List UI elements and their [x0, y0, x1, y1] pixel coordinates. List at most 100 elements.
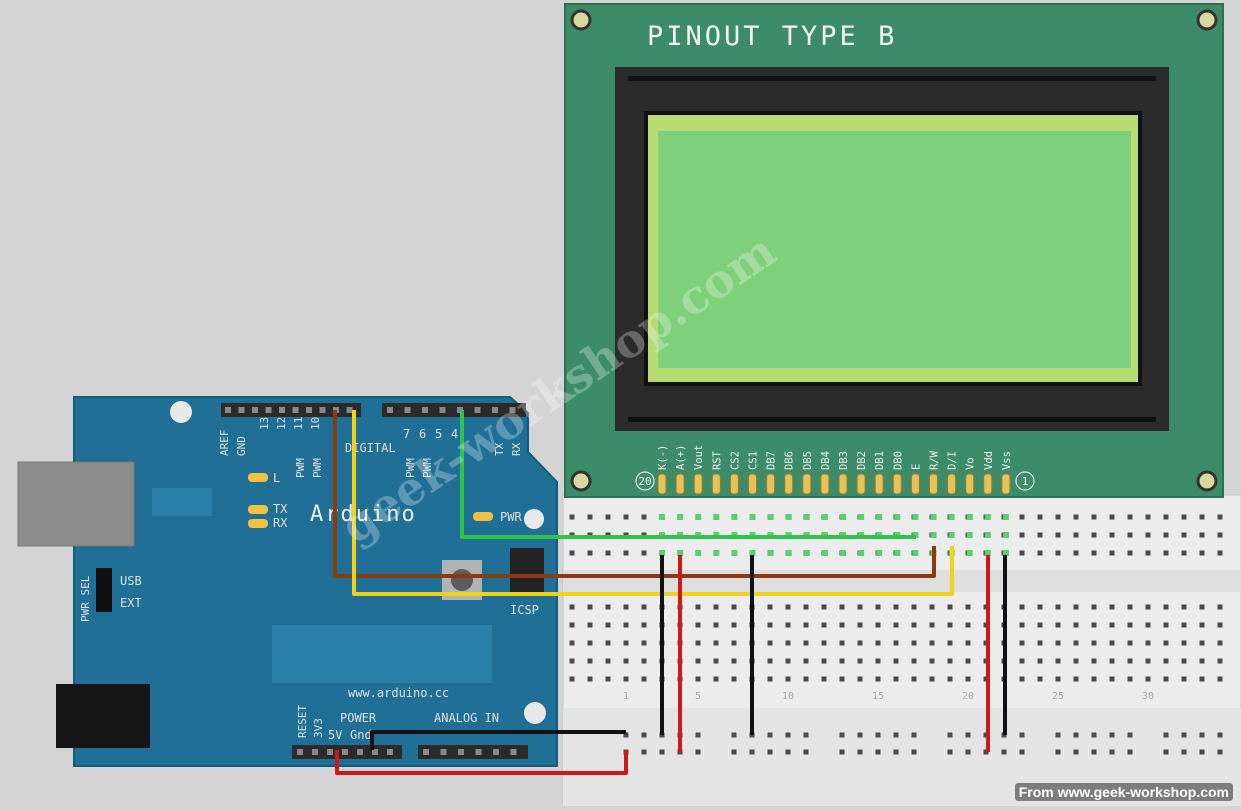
breadboard-hole [1091, 550, 1097, 556]
lcd-pin-label: DB2 [856, 451, 868, 470]
lcd-pin [748, 473, 757, 495]
breadboard-hole [1091, 732, 1097, 738]
breadboard-hole [1127, 676, 1133, 682]
lcd-pin [910, 473, 920, 495]
breadboard-hole-connected [894, 550, 901, 556]
breadboard-hole [587, 676, 593, 682]
breadboard-hole [893, 622, 899, 628]
breadboard-hole [1091, 640, 1097, 646]
breadboard-hole [857, 749, 863, 755]
breadboard-hole-connected [731, 514, 738, 520]
breadboard-hole-connected [785, 550, 792, 556]
header-pin [475, 749, 482, 755]
breadboard-hole-connected [1002, 550, 1009, 556]
breadboard-hole [1055, 514, 1061, 520]
breadboard-column-number: 10 [782, 691, 794, 702]
breadboard-hole [1037, 532, 1043, 538]
wire-yellow [352, 410, 954, 596]
breadboard-hole [839, 749, 845, 755]
breadboard-hole-connected [713, 514, 720, 520]
lcd-pin-label: R/W [929, 450, 941, 470]
lcd-pin-label: DB3 [838, 451, 850, 470]
lcd-mounting-hole [1196, 9, 1218, 31]
breadboard-hole [965, 640, 971, 646]
breadboard-hole [1019, 622, 1025, 628]
breadboard-hole [1055, 749, 1061, 755]
breadboard-hole [803, 604, 809, 610]
pwr-sel-jumper[interactable] [96, 568, 112, 612]
breadboard-hole [1109, 550, 1115, 556]
icsp-header [510, 548, 544, 594]
breadboard-hole [1217, 532, 1223, 538]
breadboard-hole [1199, 749, 1205, 755]
breadboard-hole [569, 550, 575, 556]
label-5v: 5V [328, 728, 342, 742]
breadboard-hole [623, 732, 629, 738]
breadboard-hole [803, 640, 809, 646]
pin-number-last: 1 [1022, 475, 1029, 488]
breadboard-hole [695, 640, 701, 646]
breadboard-hole [947, 749, 953, 755]
breadboard-hole [839, 676, 845, 682]
label-gnd-power: Gnd [350, 728, 372, 742]
breadboard-hole [1055, 676, 1061, 682]
breadboard-hole [623, 514, 629, 520]
breadboard-hole [785, 749, 791, 755]
breadboard-hole [695, 658, 701, 664]
header-pin [312, 749, 318, 755]
lcd-pin [820, 473, 830, 495]
breadboard-center-channel [563, 570, 1241, 592]
breadboard-hole [1091, 658, 1097, 664]
breadboard-hole [641, 604, 647, 610]
breadboard-hole [623, 550, 629, 556]
header-pin [493, 749, 499, 755]
reset-button-cap[interactable] [451, 569, 473, 591]
breadboard-hole [1217, 640, 1223, 646]
breadboard-hole [1037, 622, 1043, 628]
source-credit: From www.geek-workshop.com [1014, 783, 1233, 801]
breadboard-hole [731, 604, 737, 610]
breadboard-hole [605, 604, 611, 610]
breadboard-hole [1127, 732, 1133, 738]
lcd-pin [983, 473, 993, 495]
breadboard-hole-connected [948, 532, 955, 538]
breadboard-hole [1163, 749, 1169, 755]
breadboard-hole [731, 732, 737, 738]
header-pin [387, 749, 393, 755]
breadboard-hole-connected [912, 514, 919, 520]
arduino-logo-text: Arduino [310, 502, 417, 527]
breadboard-hole-connected [930, 532, 937, 538]
breadboard-hole [1217, 550, 1223, 556]
wire-red-5v [335, 750, 628, 775]
power-jack[interactable] [56, 684, 150, 748]
lcd-pin-label: E [910, 464, 922, 470]
breadboard-hole [803, 676, 809, 682]
breadboard-hole [1127, 658, 1133, 664]
label-power: POWER [340, 711, 377, 725]
breadboard-hole [929, 640, 935, 646]
breadboard-hole [1073, 622, 1079, 628]
breadboard-hole [1109, 532, 1115, 538]
breadboard-hole [1217, 676, 1223, 682]
breadboard-hole [965, 604, 971, 610]
lcd-pin-label: RST [711, 450, 723, 470]
breadboard-hole [857, 604, 863, 610]
breadboard-hole [641, 732, 647, 738]
breadboard-hole [1109, 732, 1115, 738]
breadboard-hole [641, 550, 647, 556]
breadboard-hole [947, 640, 953, 646]
pin-marker-circle [1015, 471, 1035, 491]
breadboard-hole [641, 658, 647, 664]
breadboard-hole [1055, 532, 1061, 538]
breadboard-hole [713, 604, 719, 610]
breadboard-hole [695, 749, 701, 755]
board-component [152, 488, 212, 516]
breadboard-hole [893, 732, 899, 738]
breadboard-hole [695, 622, 701, 628]
label-analog-in: ANALOG IN [434, 711, 499, 725]
breadboard-hole [785, 676, 791, 682]
usb-connector[interactable] [17, 461, 135, 547]
lcd-pin-label: Vout [693, 445, 705, 470]
